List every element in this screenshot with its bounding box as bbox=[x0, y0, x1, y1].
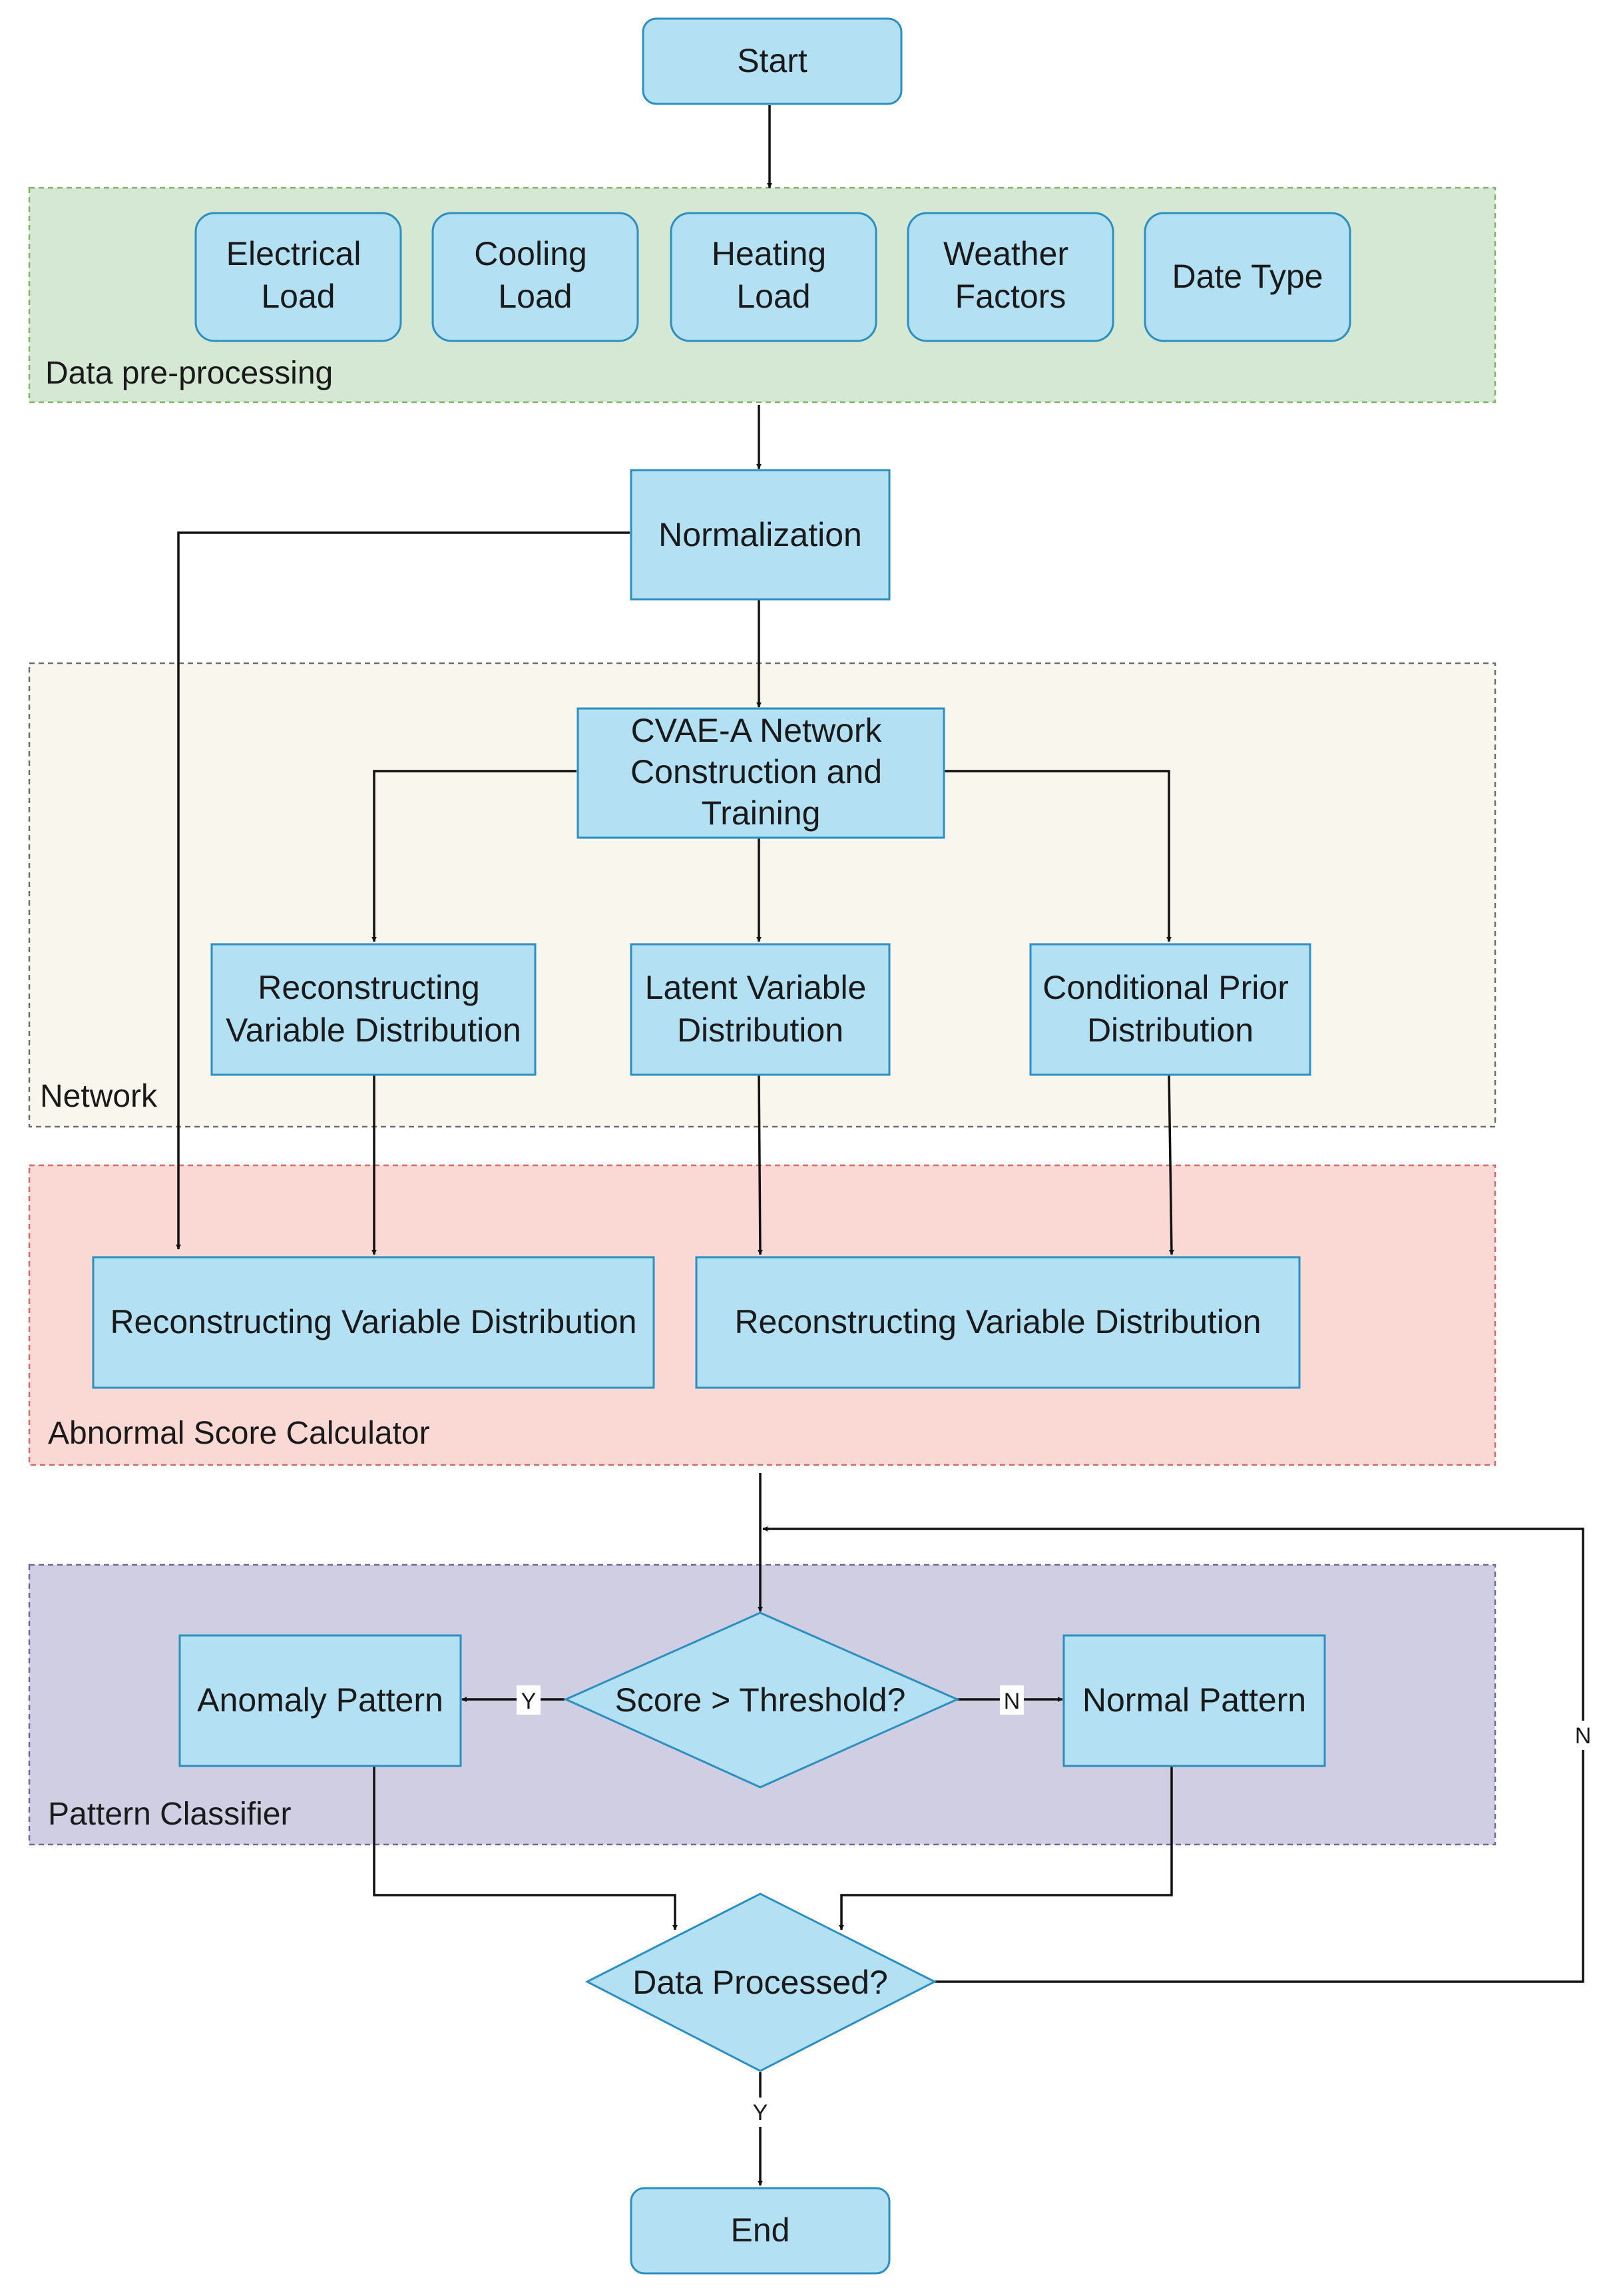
node-cooling-load-line-1: Cooling bbox=[474, 235, 587, 272]
node-abnormal-left-label: Reconstructing Variable Distribution bbox=[110, 1303, 636, 1340]
node-normal-pattern-label: Normal Pattern bbox=[1082, 1681, 1306, 1719]
node-data-processed-decision[interactable]: Data Processed? bbox=[584, 1892, 937, 2072]
node-abnormal-right[interactable]: Reconstructing Variable Distribution bbox=[695, 1256, 1301, 1389]
edge-cvae-prior bbox=[943, 770, 1172, 942]
node-normal-pattern[interactable]: Normal Pattern bbox=[1062, 1634, 1326, 1767]
edge-label-loop-no: N bbox=[1568, 1721, 1598, 1750]
node-anomaly-pattern-label: Anomaly Pattern bbox=[197, 1681, 443, 1719]
node-cvae-network[interactable]: CVAE-A Network Construction and Training bbox=[576, 707, 945, 839]
node-conditional-prior[interactable]: Conditional Prior Distribution bbox=[1029, 943, 1311, 1076]
node-conditional-prior-label: Conditional Prior Distribution bbox=[1042, 969, 1298, 1049]
group-network-label: Network bbox=[40, 1079, 158, 1114]
edge-label-processed-yes-text: Y bbox=[753, 2100, 768, 2126]
edge-latent-abnormal-right bbox=[757, 1073, 763, 1255]
node-latent-line-2: Distribution bbox=[677, 1011, 843, 1049]
node-start[interactable]: Start bbox=[642, 17, 903, 105]
node-electrical-load-label: Electrical Load bbox=[226, 235, 371, 315]
node-heating-load-line-2: Load bbox=[736, 278, 810, 315]
node-heating-load-line-1: Heating bbox=[712, 235, 826, 272]
node-score-decision[interactable]: Score > Threshold? bbox=[563, 1611, 960, 1789]
node-latent-line-1: Latent Variable bbox=[645, 969, 867, 1006]
node-reconstructing-distribution-label: Reconstructing Variable Distribution bbox=[226, 969, 521, 1049]
node-weather-factors-line-2: Factors bbox=[955, 278, 1066, 315]
node-heating-load-label: Heating Load bbox=[712, 235, 835, 315]
node-reconstructing-distribution[interactable]: Reconstructing Variable Distribution bbox=[210, 943, 537, 1076]
node-weather-factors[interactable]: Weather Factors bbox=[907, 212, 1114, 342]
node-electrical-load-line-1: Electrical bbox=[226, 235, 361, 272]
node-date-type[interactable]: Date Type bbox=[1144, 212, 1351, 342]
node-cvae-line-2: Construction and bbox=[630, 753, 882, 790]
edge-normalization-abnormal-left bbox=[176, 531, 630, 1250]
edge-label-loop-no-text: N bbox=[1575, 1723, 1592, 1749]
node-end[interactable]: End bbox=[630, 2187, 891, 2275]
edge-normal-processed bbox=[839, 1766, 1173, 1930]
node-latent-distribution[interactable]: Latent Variable Distribution bbox=[630, 943, 891, 1076]
node-abnormal-left[interactable]: Reconstructing Variable Distribution bbox=[92, 1256, 655, 1389]
node-cooling-load[interactable]: Cooling Load bbox=[431, 212, 639, 342]
group-preprocessing-label: Data pre-processing bbox=[45, 356, 333, 391]
node-weather-factors-label: Weather Factors bbox=[943, 235, 1078, 315]
edge-label-score-yes: Y bbox=[517, 1685, 541, 1715]
group-classifier-label: Pattern Classifier bbox=[48, 1797, 291, 1832]
node-heating-load[interactable]: Heating Load bbox=[670, 212, 877, 342]
edge-label-score-no-text: N bbox=[1004, 1689, 1021, 1714]
node-electrical-load[interactable]: Electrical Load bbox=[194, 212, 402, 342]
node-abnormal-right-label: Reconstructing Variable Distribution bbox=[734, 1303, 1261, 1340]
node-cvae-line-3: Training bbox=[702, 794, 821, 832]
node-start-label: Start bbox=[737, 42, 807, 79]
connectors bbox=[176, 105, 1584, 2186]
node-score-decision-label: Score > Threshold? bbox=[615, 1681, 906, 1719]
node-date-type-label: Date Type bbox=[1172, 258, 1323, 295]
node-normalization[interactable]: Normalization bbox=[630, 469, 891, 601]
edge-prior-abnormal-right bbox=[1168, 1073, 1174, 1255]
node-prior-line-1: Conditional Prior bbox=[1042, 969, 1289, 1006]
node-electrical-load-line-2: Load bbox=[261, 278, 335, 315]
node-cooling-load-line-2: Load bbox=[498, 278, 572, 315]
node-cooling-load-label: Cooling Load bbox=[474, 235, 596, 315]
edge-label-score-yes-text: Y bbox=[521, 1689, 537, 1714]
node-weather-factors-line-1: Weather bbox=[943, 235, 1068, 272]
node-latent-distribution-label: Latent Variable Distribution bbox=[645, 969, 876, 1049]
group-abnormal-label: Abnormal Score Calculator bbox=[48, 1416, 430, 1451]
node-prior-line-2: Distribution bbox=[1087, 1011, 1254, 1049]
node-anomaly-pattern[interactable]: Anomaly Pattern bbox=[178, 1634, 462, 1767]
edge-anomaly-processed bbox=[373, 1766, 678, 1930]
node-end-label: End bbox=[731, 2211, 790, 2249]
edge-label-processed-yes: Y bbox=[748, 2098, 772, 2127]
node-cvae-network-label: CVAE-A Network Construction and Training bbox=[630, 712, 891, 832]
edge-cvae-recon bbox=[371, 770, 576, 942]
node-data-processed-label: Data Processed? bbox=[632, 1964, 888, 2001]
node-cvae-line-1: CVAE-A Network bbox=[631, 712, 883, 749]
node-reconstructing-line-2: Variable Distribution bbox=[226, 1011, 521, 1049]
edge-processed-loop bbox=[762, 1526, 1584, 1983]
edge-label-score-no: N bbox=[1000, 1685, 1024, 1715]
node-normalization-label: Normalization bbox=[658, 516, 862, 553]
node-reconstructing-line-1: Reconstructing bbox=[258, 969, 480, 1006]
